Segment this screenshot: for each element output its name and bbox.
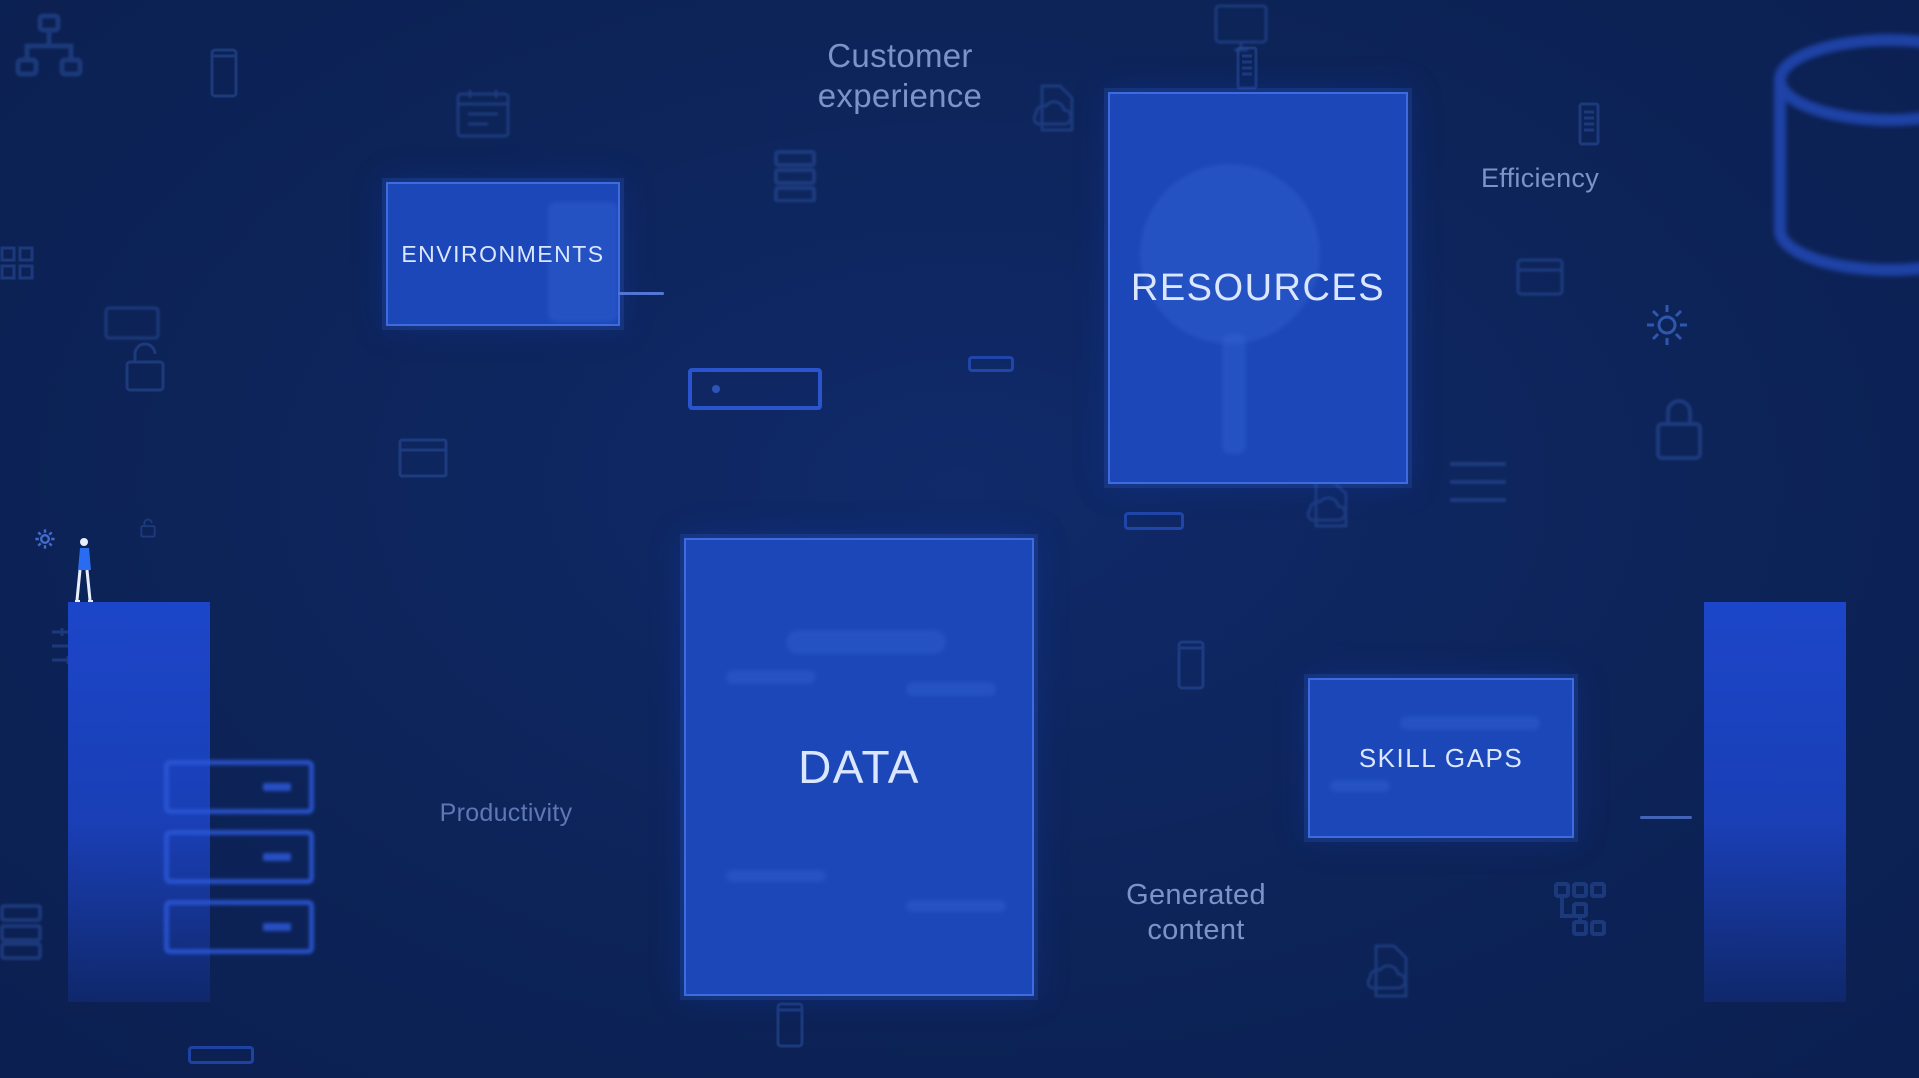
magnifier-ghost-icon (1140, 164, 1320, 344)
monitor-icon (104, 306, 160, 346)
person-icon (72, 536, 94, 609)
browser-window-icon (1516, 258, 1564, 296)
phrase-efficiency: Efficiency (1480, 163, 1600, 193)
phrase-productivity: Productivity (439, 799, 573, 827)
cloud-doc-icon (1366, 944, 1410, 1000)
card-ghost (548, 202, 618, 322)
server-tower-icon (1578, 102, 1600, 146)
magnifier-handle-ghost (1222, 334, 1246, 454)
phrase-customer-experience: Customer experience (780, 36, 1020, 115)
cloud-doc-icon (1306, 480, 1350, 530)
sliders-icon (1448, 456, 1508, 508)
server-unit-graphic (164, 830, 314, 884)
connector-dash (618, 292, 664, 295)
dash-line (1640, 816, 1692, 819)
card-skill-gaps: SKILL GAPS (1308, 678, 1574, 838)
gear-icon (1644, 302, 1690, 348)
right-pillar (1704, 602, 1846, 1002)
line-ghost (906, 900, 1006, 912)
server-unit-graphic (164, 900, 314, 954)
phrase-generated-content: Generated content (1076, 878, 1316, 948)
cloud-doc-icon (1032, 84, 1076, 134)
server-rack-icon (0, 904, 44, 960)
browser-window-icon (398, 438, 448, 478)
line-ghost (1330, 780, 1390, 792)
bar-graphic (188, 1046, 254, 1064)
phone-icon (776, 1002, 804, 1048)
bar-graphic (968, 356, 1014, 372)
card-label: ENVIRONMENTS (401, 240, 605, 267)
calendar-icon (456, 88, 510, 138)
padlock-icon (140, 518, 156, 538)
cloud-ghost-icon (726, 670, 816, 684)
phone-icon (210, 48, 238, 98)
cloud-ghost-icon (786, 630, 946, 654)
card-data: DATA (684, 538, 1034, 996)
grid-icon (0, 246, 34, 294)
phrase-line: content (1147, 913, 1245, 946)
left-pillar (68, 602, 210, 1002)
phone-icon (1177, 640, 1205, 690)
gear-icon (34, 528, 56, 550)
padlock-icon (124, 340, 166, 394)
card-resources: RESOURCES (1108, 92, 1408, 484)
bar-graphic (1124, 512, 1184, 530)
database-icon (1760, 30, 1919, 290)
cloud-ghost-icon (906, 682, 996, 696)
org-chart-icon (14, 12, 84, 82)
card-label: SKILL GAPS (1358, 742, 1524, 773)
server-rack-icon (774, 150, 816, 202)
input-bar-dot (712, 385, 720, 393)
line-ghost (1400, 716, 1540, 730)
card-label: DATA (798, 741, 920, 793)
card-label: RESOURCES (1130, 266, 1386, 309)
server-unit-graphic (164, 760, 314, 814)
padlock-icon (1654, 396, 1704, 462)
phrase-line: experience (817, 76, 983, 114)
org-chart-icon (1552, 880, 1608, 936)
server-tower-icon (1236, 46, 1258, 90)
phrase-line: Customer (827, 37, 973, 74)
line-ghost (726, 870, 826, 882)
card-environments: ENVIRONMENTS (386, 182, 620, 326)
input-bar-graphic (688, 368, 822, 410)
phrase-line: Generated (1126, 879, 1266, 911)
